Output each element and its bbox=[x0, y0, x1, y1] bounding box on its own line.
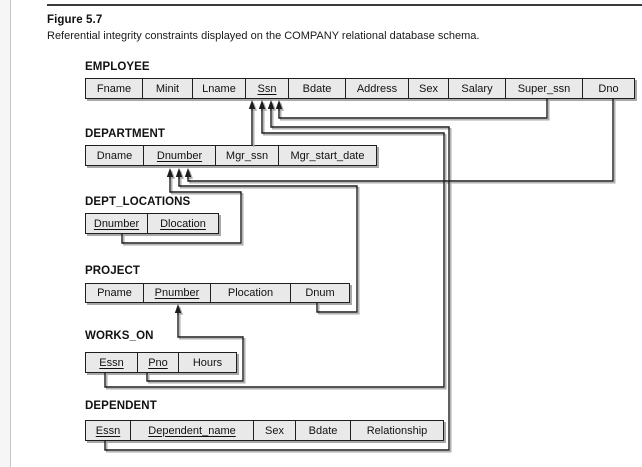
column-department-dname: Dname bbox=[86, 146, 144, 165]
fk-dno-to-dnumber-shadow bbox=[189, 100, 616, 184]
column-dependent-bdate: Bdate bbox=[296, 421, 351, 440]
column-works_on-hours: Hours bbox=[179, 353, 236, 372]
column-dependent-sex: Sex bbox=[254, 421, 296, 440]
column-dept_locations-dlocation: Dlocation bbox=[148, 214, 218, 233]
page-edge-rule bbox=[0, 0, 11, 467]
figure-caption: Referential integrity constraints displa… bbox=[47, 30, 480, 42]
column-project-plocation: Plocation bbox=[211, 284, 291, 302]
column-employee-fname: Fname bbox=[86, 79, 143, 98]
fk-pno-to-pnumber-arrowhead-shadow bbox=[176, 305, 183, 315]
fk-dept-locations-dnumber-to-dnumber-shadow bbox=[123, 177, 244, 246]
column-project-pname: Pname bbox=[86, 284, 144, 302]
column-project-pnumber: Pnumber bbox=[144, 284, 211, 302]
column-employee-sex: Sex bbox=[409, 79, 449, 98]
table-title-dept_locations: DEPT_LOCATIONS bbox=[85, 196, 191, 208]
column-department-mgr_start_date: Mgr_start_date bbox=[279, 146, 376, 165]
column-project-dnum: Dnum bbox=[291, 284, 349, 302]
column-employee-ssn: Ssn bbox=[246, 79, 289, 98]
column-department-mgr_ssn: Mgr_ssn bbox=[216, 146, 279, 165]
column-employee-address: Address bbox=[346, 79, 409, 98]
column-employee-dno: Dno bbox=[583, 79, 634, 98]
column-employee-lname: Lname bbox=[193, 79, 246, 98]
table-title-dependent: DEPENDENT bbox=[85, 400, 157, 412]
column-employee-bdate: Bdate bbox=[289, 79, 346, 98]
fk-dno-to-dnumber bbox=[187, 99, 614, 182]
column-dependent-relationship: Relationship bbox=[351, 421, 443, 440]
fk-super-ssn-to-ssn-arrowhead-shadow bbox=[277, 101, 284, 111]
figure-top-rule bbox=[47, 4, 642, 6]
column-dependent-dependent_name: Dependent_name bbox=[131, 421, 254, 440]
fk-dept-locations-dnumber-to-dnumber-arrowhead-shadow bbox=[168, 169, 175, 179]
table-title-employee: EMPLOYEE bbox=[85, 61, 150, 73]
table-title-works_on: WORKS_ON bbox=[85, 330, 154, 342]
fk-works-on-essn-to-ssn-arrowhead-shadow bbox=[260, 101, 267, 111]
fk-mgr-ssn-to-ssn-arrowhead-shadow bbox=[250, 101, 257, 111]
column-works_on-pno: Pno bbox=[138, 353, 179, 372]
fk-dept-locations-dnumber-to-dnumber-arrowhead bbox=[166, 168, 174, 177]
fk-dependent-essn-to-ssn-arrowhead bbox=[267, 100, 275, 109]
fk-dno-to-dnumber-arrowhead-shadow bbox=[186, 169, 193, 179]
table-title-department: DEPARTMENT bbox=[85, 128, 166, 140]
fk-super-ssn-to-ssn-arrowhead bbox=[275, 100, 283, 109]
column-dependent-essn: Essn bbox=[86, 421, 131, 440]
column-employee-minit: Minit bbox=[143, 79, 193, 98]
fk-dno-to-dnumber-arrowhead bbox=[184, 168, 192, 177]
fk-super-ssn-to-ssn bbox=[278, 99, 548, 119]
fk-mgr-ssn-to-ssn-arrowhead bbox=[248, 100, 256, 109]
column-employee-super_ssn: Super_ssn bbox=[506, 79, 583, 98]
table-title-project: PROJECT bbox=[85, 265, 141, 277]
fk-pno-to-pnumber-arrowhead bbox=[174, 304, 182, 313]
fk-dependent-essn-to-ssn-arrowhead-shadow bbox=[269, 101, 276, 111]
column-department-dnumber: Dnumber bbox=[144, 146, 216, 165]
column-employee-salary: Salary bbox=[449, 79, 506, 98]
column-dept_locations-dnumber: Dnumber bbox=[86, 214, 148, 233]
figure-number: Figure 5.7 bbox=[47, 14, 103, 26]
fk-works-on-essn-to-ssn-arrowhead bbox=[258, 100, 266, 109]
column-works_on-essn: Essn bbox=[86, 353, 138, 372]
fk-super-ssn-to-ssn-shadow bbox=[280, 100, 550, 121]
fk-dnum-to-dnumber-arrowhead bbox=[175, 168, 183, 177]
fk-dnum-to-dnumber-arrowhead-shadow bbox=[177, 169, 184, 179]
